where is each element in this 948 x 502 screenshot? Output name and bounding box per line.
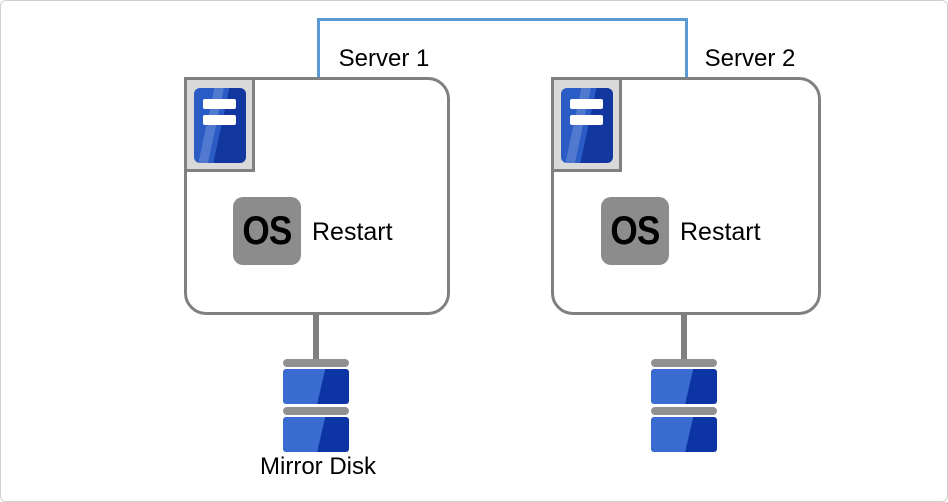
server1-os-icon: OS (233, 197, 301, 265)
interconnect-line-horizontal (317, 18, 688, 21)
server2-tower-icon-panel (551, 77, 622, 172)
server2-os-icon: OS (601, 197, 669, 265)
mirror-disk-icon-left-bar (283, 359, 349, 367)
mirror-disk-icon-left-platter (283, 369, 349, 404)
os-badge-label: OS (610, 209, 660, 253)
os-badge-label: OS (242, 209, 292, 253)
mirror-disk-label: Mirror Disk (260, 453, 376, 480)
server2-label: Server 2 (704, 45, 796, 72)
tower-slot-icon (570, 99, 603, 109)
disk-connector-line-right (681, 309, 687, 362)
tower-slot-icon (203, 99, 236, 109)
server2-restart-label: Restart (680, 218, 761, 246)
mirror-disk-icon-left-platter (283, 417, 349, 452)
mirror-disk-icon-right-platter (651, 417, 717, 452)
server1-tower-icon-panel (184, 77, 255, 172)
server-tower-icon (561, 88, 613, 163)
server1-restart-label: Restart (312, 218, 393, 246)
mirror-disk-icon-left-bar (283, 407, 349, 415)
server-tower-icon (194, 88, 246, 163)
tower-slot-icon (570, 115, 603, 125)
tower-slot-icon (203, 115, 236, 125)
interconnect-line-left-drop (317, 18, 320, 79)
mirror-disk-icon-right-platter (651, 369, 717, 404)
mirror-disk-icon-right-bar (651, 359, 717, 367)
interconnect-line-right-drop (685, 18, 688, 79)
disk-connector-line-left (313, 309, 319, 362)
server1-label: Server 1 (338, 45, 430, 72)
mirror-disk-icon-right-bar (651, 407, 717, 415)
